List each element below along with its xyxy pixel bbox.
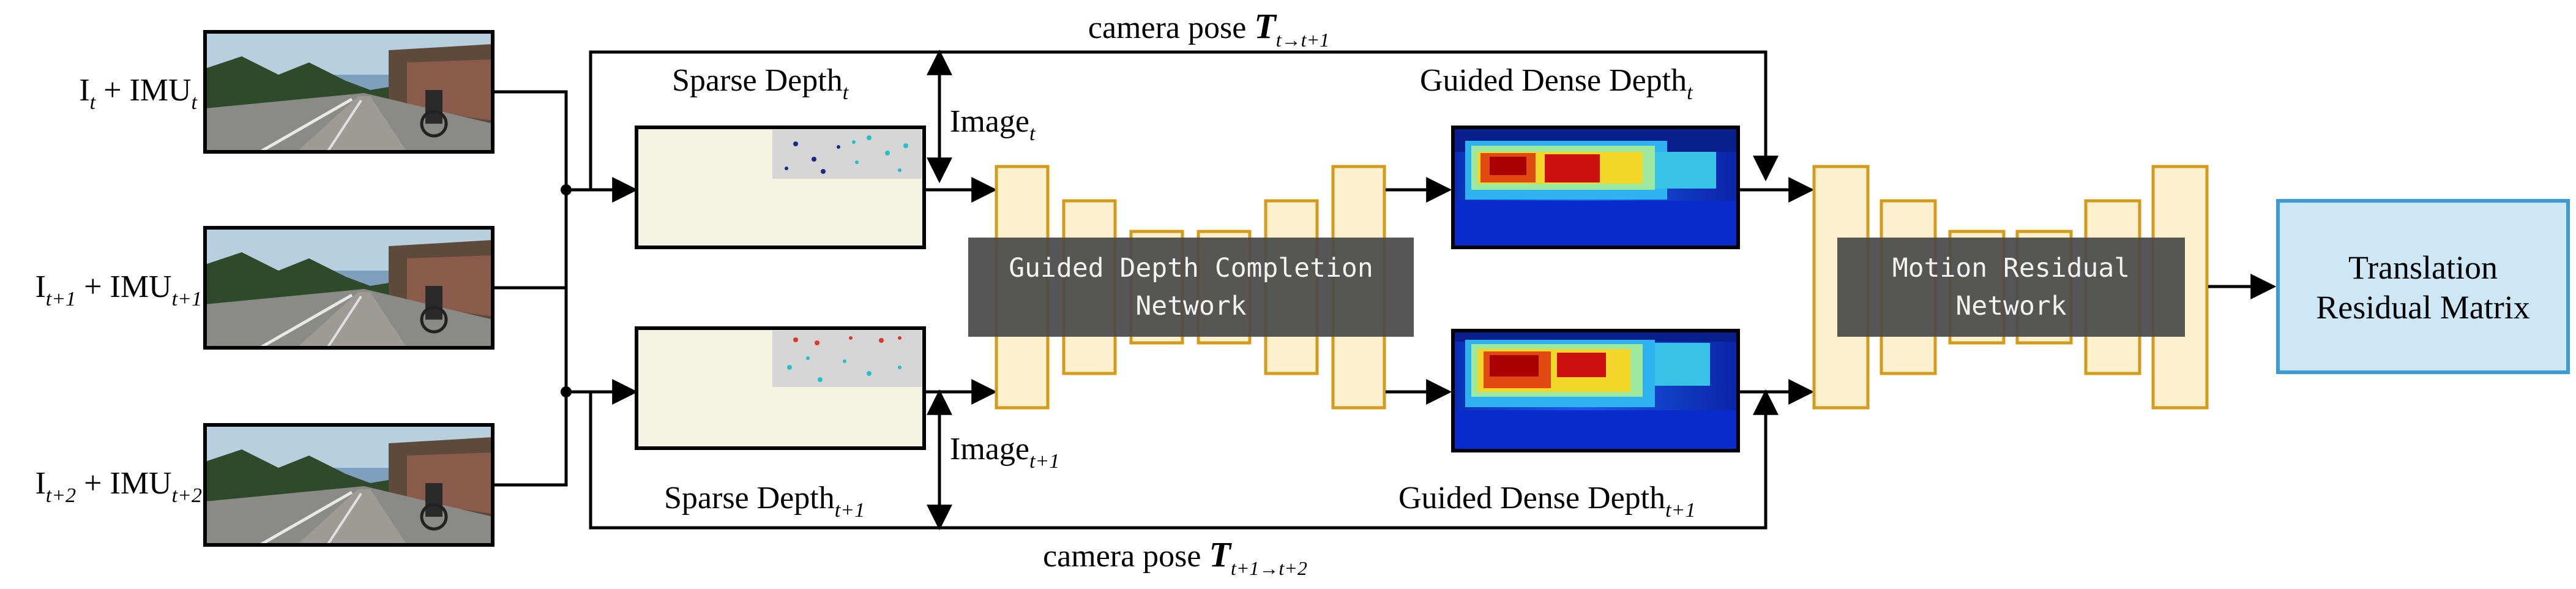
guided-dense-bottom-label: Guided Dense Deptht+1 xyxy=(1398,481,1696,522)
dense-output-arrows xyxy=(1739,177,1815,405)
residual-network-overlay xyxy=(1837,238,2185,337)
image-bottom-label: Imaget+1 xyxy=(950,432,1059,473)
junction-dot-top xyxy=(561,184,572,195)
completion-output-arrows xyxy=(1386,177,1452,405)
completion-network-label-line1: Guided Depth Completion xyxy=(1009,253,1373,283)
input-label-t: It + IMUt xyxy=(79,73,198,114)
camera-pose-bottom-label: camera pose Tt+1→t+2 xyxy=(1043,535,1307,579)
guided-dense-depth-map-bottom xyxy=(1453,331,1738,451)
junction-dot-bottom xyxy=(561,386,572,397)
output-label-line2: Residual Matrix xyxy=(2316,289,2529,326)
input-connectors xyxy=(493,50,1779,530)
input-frame-t2 xyxy=(205,425,493,545)
input-frame-t xyxy=(205,32,493,152)
input-frame-t1 xyxy=(205,228,493,348)
camera-pose-top-label: camera pose Tt→t+1 xyxy=(1088,6,1329,51)
image-arrows xyxy=(925,49,998,531)
sparse-depth-bottom-label: Sparse Deptht+1 xyxy=(664,481,865,522)
image-top-label: Imaget xyxy=(950,104,1036,145)
translation-residual-matrix-box xyxy=(2276,199,2570,374)
completion-network-label-line2: Network xyxy=(1135,291,1246,321)
input-label-t2: It+2 + IMUt+2 xyxy=(35,466,202,507)
residual-network-label-line1: Motion Residual xyxy=(1892,253,2130,283)
sparse-depth-map-top xyxy=(635,126,926,249)
input-label-t1: It+1 + IMUt+1 xyxy=(35,269,202,310)
guided-dense-depth-map-top xyxy=(1453,127,1738,247)
guided-dense-top-label: Guided Dense Deptht xyxy=(1420,63,1693,104)
completion-network-overlay xyxy=(968,238,1414,337)
residual-network-label-line2: Network xyxy=(1955,291,2066,321)
sparse-depth-top-label: Sparse Deptht xyxy=(672,63,849,104)
sparse-depth-map-bottom xyxy=(635,326,926,450)
output-label-line1: Translation xyxy=(2348,249,2498,286)
